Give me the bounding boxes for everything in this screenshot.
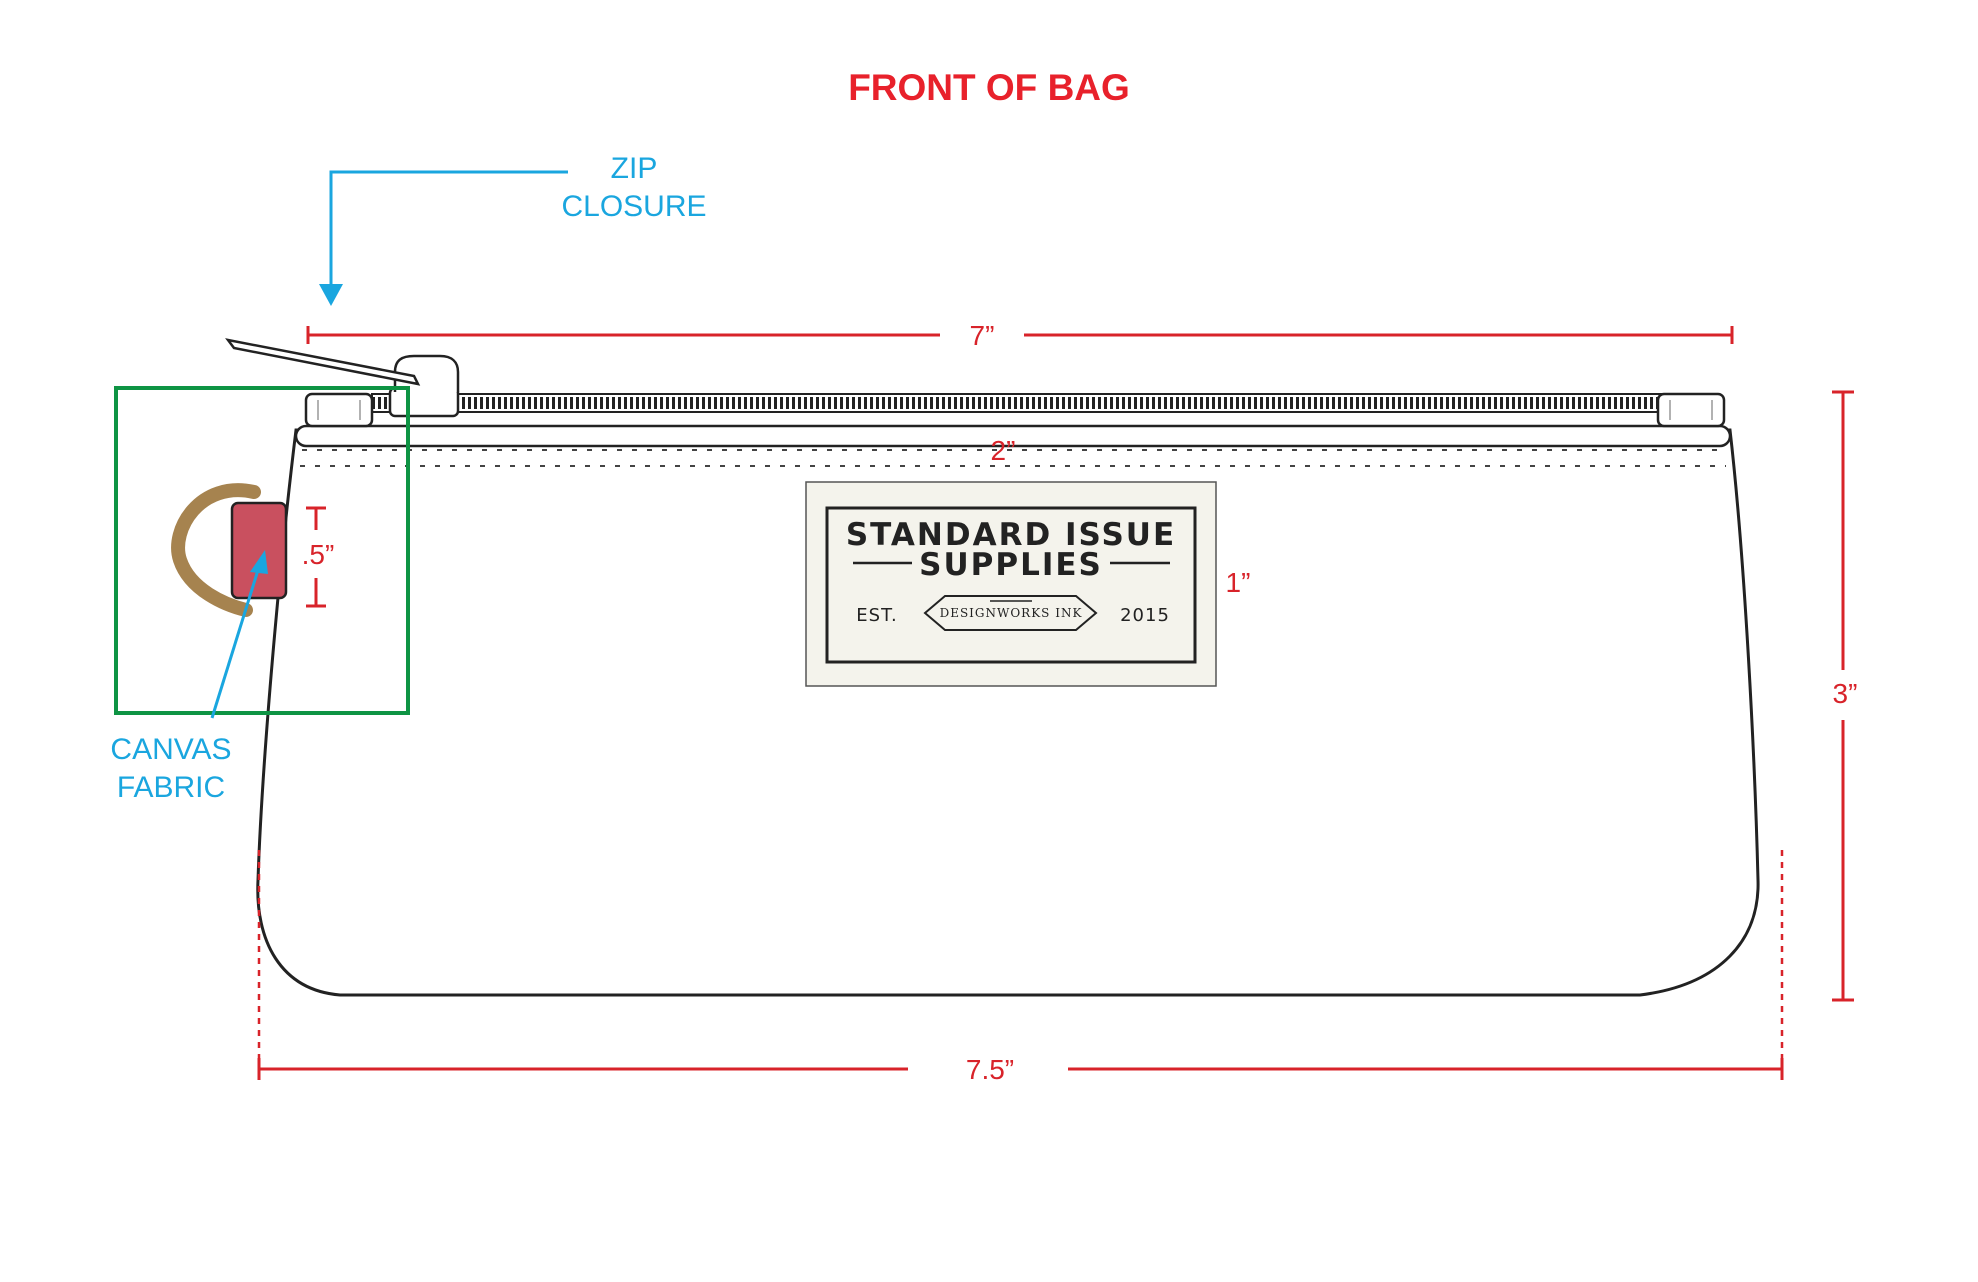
brand-label-border — [825, 506, 1197, 664]
side-hardware — [171, 483, 288, 617]
canvas-callout-leader — [210, 569, 260, 719]
zipper — [225, 338, 1726, 428]
dim-label-height-label: 1” — [1226, 567, 1251, 598]
brand-label-line2: SUPPLIES — [919, 547, 1103, 583]
diagram-title: FRONT OF BAG — [848, 67, 1130, 108]
canvas-tab — [230, 501, 288, 600]
zip-callout-leader — [329, 170, 568, 288]
dim-seam-label: 2” — [991, 435, 1016, 466]
dim-tab-label: .5” — [302, 539, 335, 570]
canvas-callout-arrowhead — [250, 550, 268, 574]
brand-label: STANDARD ISSUE SUPPLIES EST. 2015 DESIGN… — [805, 481, 1217, 687]
brand-label-est: EST. — [856, 605, 897, 626]
zip-callout-line2: CLOSURE — [561, 190, 706, 223]
brand-label-year: 2015 — [1120, 605, 1170, 626]
zip-callout-line1: ZIP — [611, 152, 658, 185]
dim-top-width: 7” — [306, 320, 1734, 351]
zipper-end-left — [304, 392, 374, 428]
dim-tab-height: .5” — [302, 506, 335, 608]
zip-callout: ZIP CLOSURE — [319, 152, 707, 306]
canvas-callout-line1: CANVAS — [110, 733, 231, 766]
dim-bottom-width-label: 7.5” — [966, 1054, 1014, 1085]
d-ring — [171, 483, 261, 617]
brand-label-patch — [805, 481, 1217, 687]
zip-callout-arrowhead — [319, 284, 343, 306]
canvas-callout-line2: FABRIC — [117, 771, 225, 804]
dim-top-width-label: 7” — [970, 320, 995, 351]
zipper-pull-tab — [225, 338, 421, 386]
dim-bottom-width: 7.5” — [257, 850, 1784, 1085]
zipper-end-right — [1656, 392, 1726, 428]
zipper-slider — [388, 386, 460, 418]
bag-body-outline — [256, 428, 1760, 997]
bag-top-band — [294, 424, 1732, 448]
bag-body — [256, 424, 1760, 997]
brand-label-maker: DESIGNWORKS INK — [940, 606, 1083, 620]
brand-label-line1: STANDARD ISSUE — [846, 517, 1176, 553]
dim-bag-height-label: 3” — [1833, 678, 1858, 709]
dim-bag-height: 3” — [1832, 390, 1858, 1002]
detail-highlight-box — [114, 386, 410, 715]
maker-badge — [923, 595, 1098, 631]
canvas-callout: CANVAS FABRIC — [110, 550, 268, 804]
